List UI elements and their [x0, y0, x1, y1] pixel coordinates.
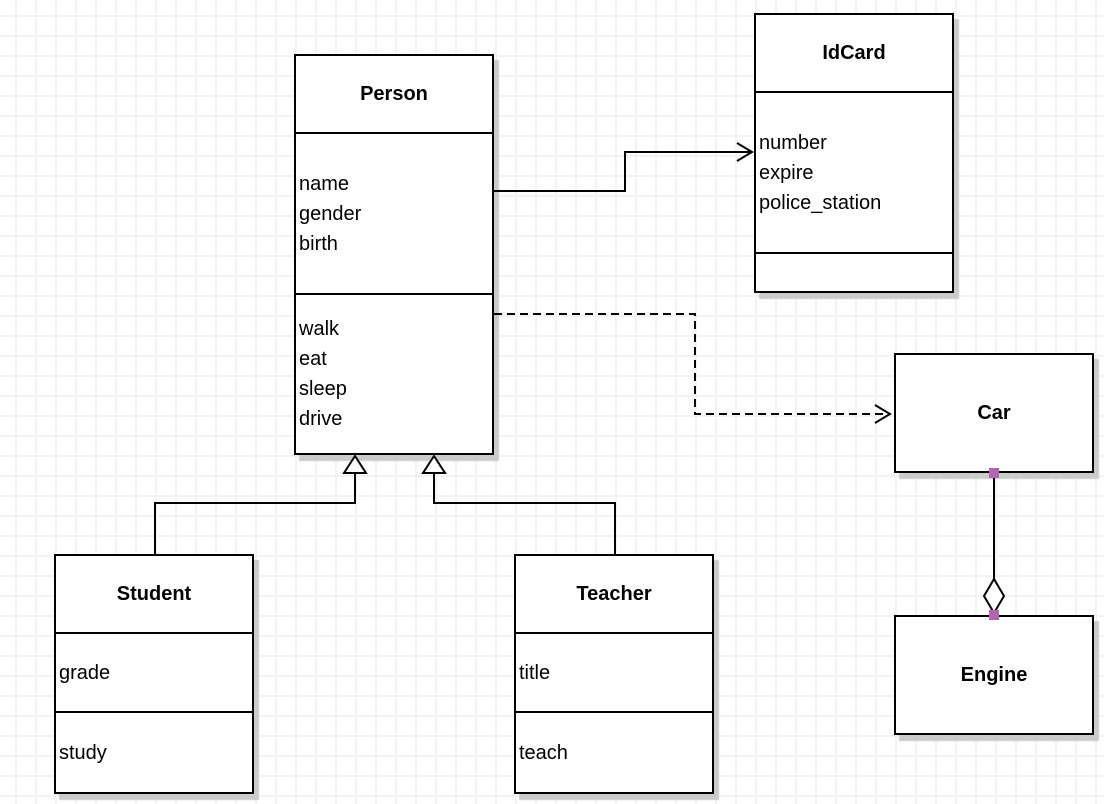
attribute: name	[299, 172, 350, 195]
attribute: grade	[59, 661, 111, 684]
edge-car-engine-aggregation[interactable]	[982, 468, 1006, 620]
class-person-title: Person	[296, 56, 492, 134]
class-person-attributes: name gender birth	[296, 134, 492, 295]
open-arrowhead-icon	[736, 142, 754, 162]
class-car-title: Car	[977, 401, 1011, 424]
method: drive	[299, 408, 343, 430]
edge-path	[154, 473, 356, 554]
edge-teacher-person-generalization[interactable]	[421, 454, 616, 554]
edge-person-idcard-association[interactable]	[494, 142, 754, 192]
class-idcard-title: IdCard	[756, 15, 952, 93]
edge-path	[494, 313, 886, 415]
attribute: number	[759, 131, 827, 154]
attribute: expire	[759, 161, 814, 184]
class-idcard-attributes: number expire police_station	[756, 93, 952, 254]
class-student-methods: study	[56, 713, 252, 792]
class-student[interactable]: Student grade study	[54, 554, 254, 794]
method: study	[59, 741, 107, 764]
class-idcard[interactable]: IdCard number expire police_station	[754, 13, 954, 293]
class-engine-title: Engine	[960, 663, 1028, 686]
hollow-diamond-icon	[982, 577, 1006, 615]
edge-person-car-dependency[interactable]	[494, 313, 892, 424]
hollow-triangle-arrowhead-icon	[342, 454, 368, 474]
class-teacher-attributes: title	[516, 634, 712, 713]
class-idcard-methods	[756, 254, 952, 291]
method: walk	[299, 318, 340, 340]
method: teach	[519, 741, 568, 764]
class-car[interactable]: Car	[894, 353, 1094, 473]
class-teacher-title: Teacher	[516, 556, 712, 634]
method: sleep	[299, 378, 347, 400]
attribute: police_station	[759, 191, 882, 214]
class-person-methods: walk eat sleep drive	[296, 295, 492, 453]
class-person[interactable]: Person name gender birth walk eat sleep …	[294, 54, 494, 455]
open-arrowhead-icon	[874, 404, 892, 424]
class-teacher-methods: teach	[516, 713, 712, 792]
attribute: gender	[299, 202, 362, 225]
attribute: title	[519, 661, 551, 684]
class-teacher[interactable]: Teacher title teach	[514, 554, 714, 794]
edge-path	[494, 151, 750, 192]
edge-student-person-generalization[interactable]	[154, 454, 368, 554]
class-engine[interactable]: Engine	[894, 615, 1094, 735]
edge-path	[433, 473, 616, 554]
class-student-attributes: grade	[56, 634, 252, 713]
class-student-title: Student	[56, 556, 252, 634]
method: eat	[299, 348, 327, 370]
hollow-triangle-arrowhead-icon	[421, 454, 447, 474]
attribute: birth	[299, 232, 338, 255]
